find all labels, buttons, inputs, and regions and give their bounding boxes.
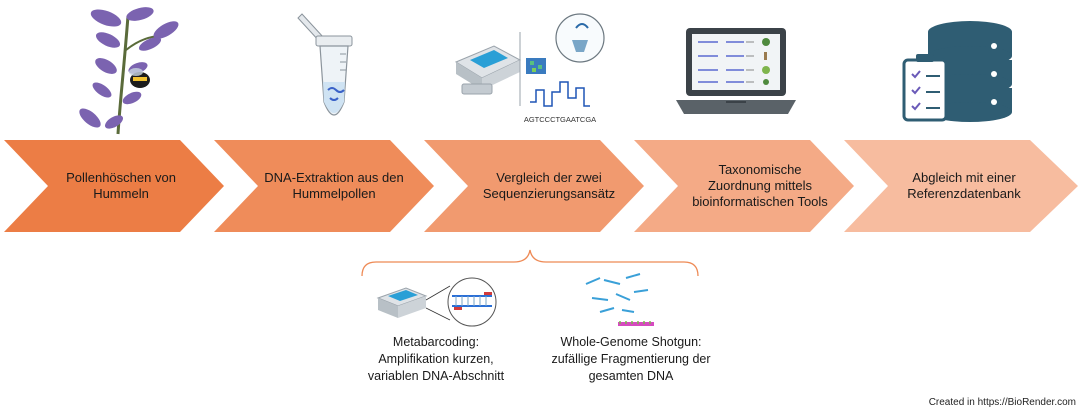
laptop-icon bbox=[676, 28, 796, 114]
step-2-label: DNA-Extraktion aus den Hummelpollen bbox=[264, 170, 404, 201]
brace bbox=[361, 249, 699, 277]
chevron-step-5 bbox=[844, 140, 1078, 232]
test-tube-icon bbox=[297, 13, 353, 116]
sequencer-icon: AGTCCCTGAATCGA bbox=[454, 13, 605, 124]
shotgun-label: Whole-Genome Shotgun: zufällige Fragment… bbox=[551, 335, 711, 383]
dna-fragments-icon bbox=[585, 273, 654, 326]
plant-bee-icon bbox=[79, 7, 179, 135]
sequence-text: AGTCCCTGAATCGA bbox=[524, 115, 596, 124]
step-4-label: Taxonomische Zuordnung mittels bioinform… bbox=[692, 162, 828, 209]
chevron-step-4 bbox=[634, 140, 854, 232]
chevron-step-3 bbox=[424, 140, 644, 232]
database-icon bbox=[902, 21, 1012, 122]
step-5-label: Abgleich mit einer Referenzdatenbank bbox=[907, 170, 1021, 201]
pcr-machine-icon bbox=[376, 277, 497, 327]
chevron-step-2 bbox=[214, 140, 434, 232]
step-1-label: Pollenhöschen von Hummeln bbox=[66, 170, 176, 201]
chevron-step-1 bbox=[4, 140, 224, 232]
step-3-label: Vergleich der zwei Sequenzierungsansätz bbox=[482, 170, 616, 201]
credit-text: Created in https://BioRender.com bbox=[928, 397, 1076, 408]
metabarcoding-label: Metabarcoding: Amplifikation kurzen, var… bbox=[367, 335, 505, 383]
